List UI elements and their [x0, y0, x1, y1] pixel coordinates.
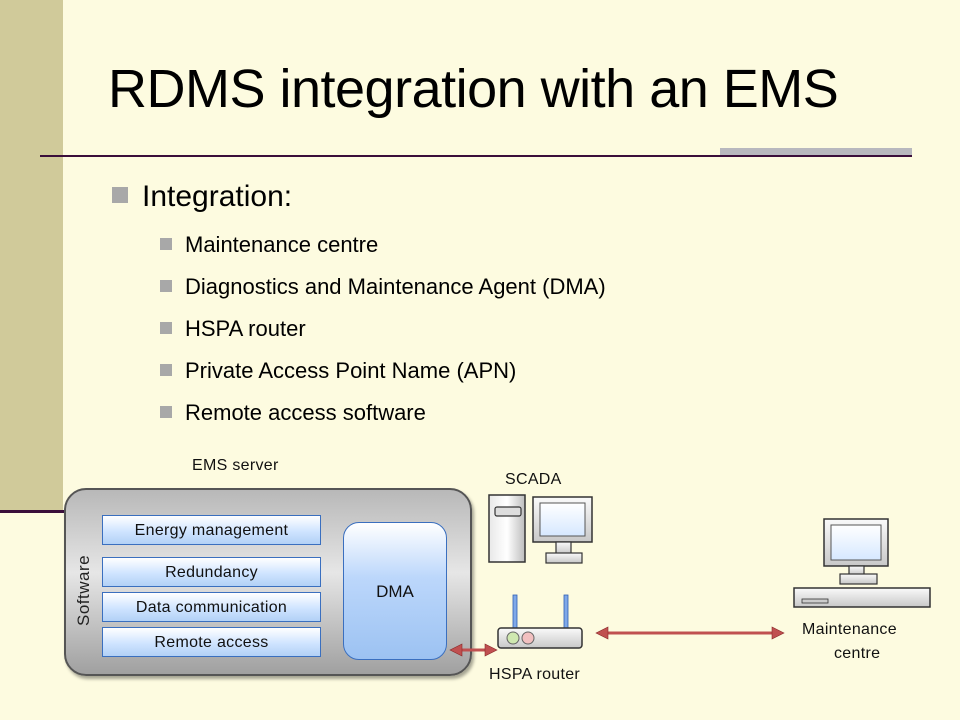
module-data-communication: Data communication: [102, 592, 321, 622]
bullet-item: Diagnostics and Maintenance Agent (DMA): [160, 274, 606, 300]
square-bullet-icon: [160, 406, 172, 418]
module-remote-access: Remote access: [102, 627, 321, 657]
slide-title: RDMS integration with an EMS: [108, 59, 839, 119]
hspa-router-icon: [497, 594, 583, 649]
title-underline-right: [720, 155, 912, 157]
ems-server-label: EMS server: [192, 457, 279, 474]
bullet-item-text: Maintenance centre: [185, 232, 379, 257]
bullet-item: Remote access software: [160, 400, 426, 426]
bullet-item: Private Access Point Name (APN): [160, 358, 516, 384]
square-bullet-icon: [160, 322, 172, 334]
maintenance-centre-label-line1: Maintenance: [802, 621, 897, 638]
module-redundancy: Redundancy: [102, 557, 321, 587]
square-bullet-icon: [160, 238, 172, 250]
sidebar-underline: [0, 510, 66, 513]
dma-box: DMA: [343, 522, 447, 660]
bullet-item-text: HSPA router: [185, 316, 306, 341]
bullet-item-text: Remote access software: [185, 400, 426, 425]
maintenance-computer-icon: [793, 518, 931, 608]
bullet-item-text: Private Access Point Name (APN): [185, 358, 517, 383]
scada-label: SCADA: [505, 471, 562, 488]
dma-router-link-arrow: [449, 643, 498, 657]
square-bullet-icon: [160, 364, 172, 376]
hspa-router-label: HSPA router: [489, 666, 581, 683]
square-bullet-icon: [112, 187, 128, 203]
router-maintenance-link-arrow: [595, 626, 785, 640]
title-underline: [40, 155, 760, 157]
square-bullet-icon: [160, 280, 172, 292]
bullet-heading: Integration:: [112, 180, 292, 214]
module-energy-management: Energy management: [102, 515, 321, 545]
scada-computer-icon: [488, 494, 593, 564]
title-accent-bar: [720, 148, 912, 157]
heading-text: Integration:: [142, 180, 293, 213]
left-sidebar-band: [0, 0, 63, 511]
bullet-item: HSPA router: [160, 316, 306, 342]
bullet-item-text: Diagnostics and Maintenance Agent (DMA): [185, 274, 606, 299]
bullet-item: Maintenance centre: [160, 232, 378, 258]
maintenance-centre-label-line2: centre: [834, 645, 881, 662]
